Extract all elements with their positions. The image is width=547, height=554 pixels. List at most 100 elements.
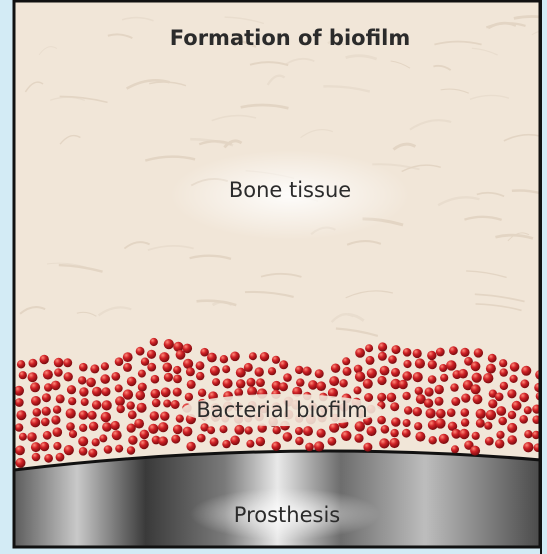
bacterium (391, 417, 400, 426)
bacterium (15, 446, 25, 456)
bacterium (365, 344, 373, 352)
bacterium (424, 399, 433, 408)
bacterium (56, 394, 65, 403)
bacterium (446, 360, 456, 370)
bacterium (67, 385, 76, 394)
bacterium (53, 427, 63, 437)
bacterium (272, 442, 281, 451)
bacterium (173, 375, 182, 384)
bacterium (92, 438, 100, 446)
bacterium (510, 362, 520, 372)
bacterium (381, 425, 390, 434)
bacterium (413, 372, 423, 382)
bacterium (186, 442, 195, 451)
bacterium (112, 430, 122, 440)
bacterium (521, 366, 531, 376)
bacterium (29, 359, 38, 368)
bacterium (99, 434, 107, 442)
bacterium (413, 407, 422, 416)
bacterium (223, 379, 233, 389)
bacterium (102, 387, 111, 396)
bacterium (279, 382, 288, 391)
bacterium (123, 389, 133, 399)
bacterium (507, 435, 517, 445)
bacterium (222, 365, 230, 373)
bacterium (138, 383, 147, 392)
bacterium (512, 401, 522, 411)
bacterium (354, 386, 362, 394)
bacterium (403, 348, 412, 357)
bacterium (256, 378, 265, 387)
bacterium (472, 373, 482, 383)
bacterium (88, 411, 97, 420)
bacterium (488, 354, 497, 363)
bacterium (484, 422, 492, 430)
bacterium (15, 398, 24, 407)
bacterium (342, 357, 350, 365)
bacterium (439, 364, 447, 372)
bacterium (173, 366, 181, 374)
bacterium (31, 442, 41, 452)
bacterium (127, 446, 135, 454)
bacterium (245, 426, 253, 434)
bacterium (471, 384, 481, 394)
bacterium (355, 421, 365, 431)
bacterium (197, 434, 206, 443)
bacterium (255, 367, 264, 376)
bacterium (53, 406, 61, 414)
bacterium (246, 440, 254, 448)
bacterium (451, 445, 459, 453)
bacterium (402, 371, 412, 381)
bacterium (461, 408, 470, 417)
bacterium (42, 393, 51, 402)
bacterium (43, 431, 52, 440)
bacterium (171, 435, 180, 444)
bacterium (496, 431, 504, 439)
bacterium (474, 348, 483, 357)
bacterium (220, 355, 228, 363)
bacterium (30, 417, 40, 427)
bacterium (123, 363, 132, 372)
bacterium (339, 379, 347, 387)
bacterium (102, 422, 112, 432)
bacterium (160, 412, 169, 421)
bacterium (391, 368, 400, 377)
bacterium (17, 360, 25, 368)
bacterium (63, 358, 72, 367)
bacterium (377, 416, 386, 425)
bacterium (470, 446, 480, 456)
bacterium (88, 449, 97, 458)
bacterium (519, 415, 528, 424)
bacterium (102, 400, 112, 410)
bacterium (43, 370, 53, 380)
bacterium (54, 358, 64, 368)
prosthesis-label: Prosthesis (234, 503, 340, 527)
bacterium (128, 436, 137, 445)
bacterium (210, 366, 220, 376)
bacterium (435, 418, 445, 428)
bacterium (66, 422, 75, 431)
bacterium (305, 443, 314, 452)
bacterium (212, 378, 220, 386)
bacterium (308, 380, 318, 390)
bacterium (100, 374, 110, 384)
bacterium (498, 417, 507, 426)
bacterium (460, 348, 469, 357)
bacterium (152, 399, 161, 408)
bacterium (439, 434, 449, 444)
bacterium (183, 359, 193, 369)
bacterium (390, 429, 398, 437)
bacterium (486, 410, 496, 420)
bacterium (413, 349, 422, 358)
bacterium (402, 392, 410, 400)
bacterium (196, 372, 204, 380)
bacterium (136, 391, 146, 401)
bacterium (260, 352, 269, 361)
bacterium (137, 403, 147, 413)
bacterium (104, 445, 113, 454)
bacterium (68, 397, 76, 405)
bacterium (303, 367, 312, 376)
bacterium (295, 366, 303, 374)
bacterium (40, 355, 49, 364)
bacterium (173, 388, 182, 397)
